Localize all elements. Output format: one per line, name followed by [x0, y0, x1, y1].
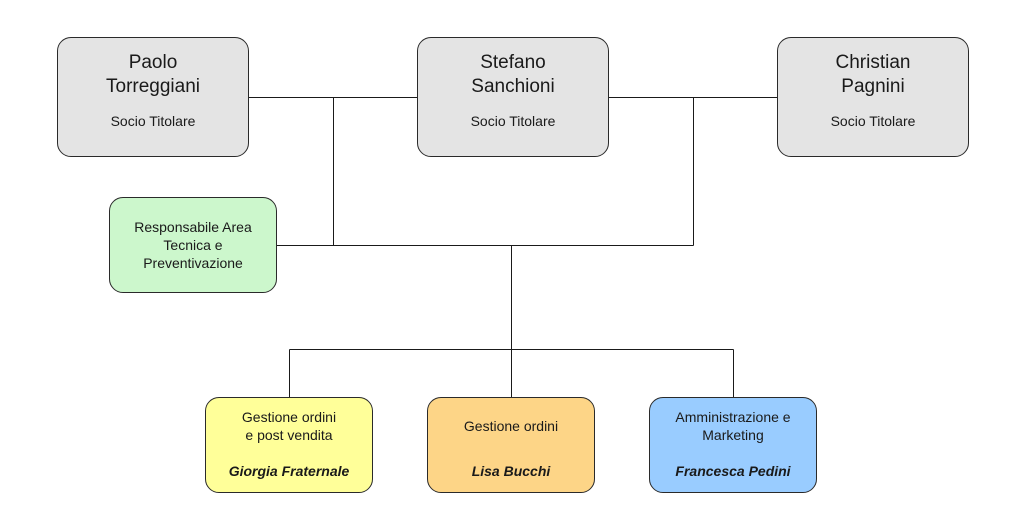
partner-box-christian-pagnini: Christian Pagnini Socio Titolare — [777, 37, 969, 157]
partner-role: Socio Titolare — [830, 113, 916, 129]
partner-name: Stefano Sanchioni — [471, 52, 555, 97]
partner-box-paolo-torreggiani: Paolo Torreggiani Socio Titolare — [57, 37, 249, 157]
partner-role: Socio Titolare — [470, 113, 556, 129]
department-person: Francesca Pedini — [675, 463, 791, 479]
department-box-administration-marketing: Amministrazione e Marketing Francesca Pe… — [649, 397, 817, 493]
department-person: Lisa Bucchi — [471, 463, 551, 479]
technical-manager-box: Responsabile Area Tecnica e Preventivazi… — [109, 197, 277, 293]
partner-role: Socio Titolare — [110, 113, 196, 129]
department-box-order-management: Gestione ordini Lisa Bucchi — [427, 397, 595, 493]
department-title: Amministrazione e Marketing — [675, 409, 791, 443]
department-box-order-after-sales: Gestione ordini e post vendita Giorgia F… — [205, 397, 373, 493]
technical-label-line: Responsabile Area — [134, 219, 252, 235]
department-person: Giorgia Fraternale — [228, 463, 350, 479]
technical-label-line: Tecnica e — [163, 237, 223, 253]
department-title: Gestione ordini — [463, 418, 559, 434]
department-title: Gestione ordini e post vendita — [241, 409, 337, 443]
partner-name: Christian Pagnini — [835, 52, 911, 97]
partner-name: Paolo Torreggiani — [106, 52, 200, 97]
technical-label-line: Preventivazione — [143, 255, 243, 271]
partner-box-stefano-sanchioni: Stefano Sanchioni Socio Titolare — [417, 37, 609, 157]
